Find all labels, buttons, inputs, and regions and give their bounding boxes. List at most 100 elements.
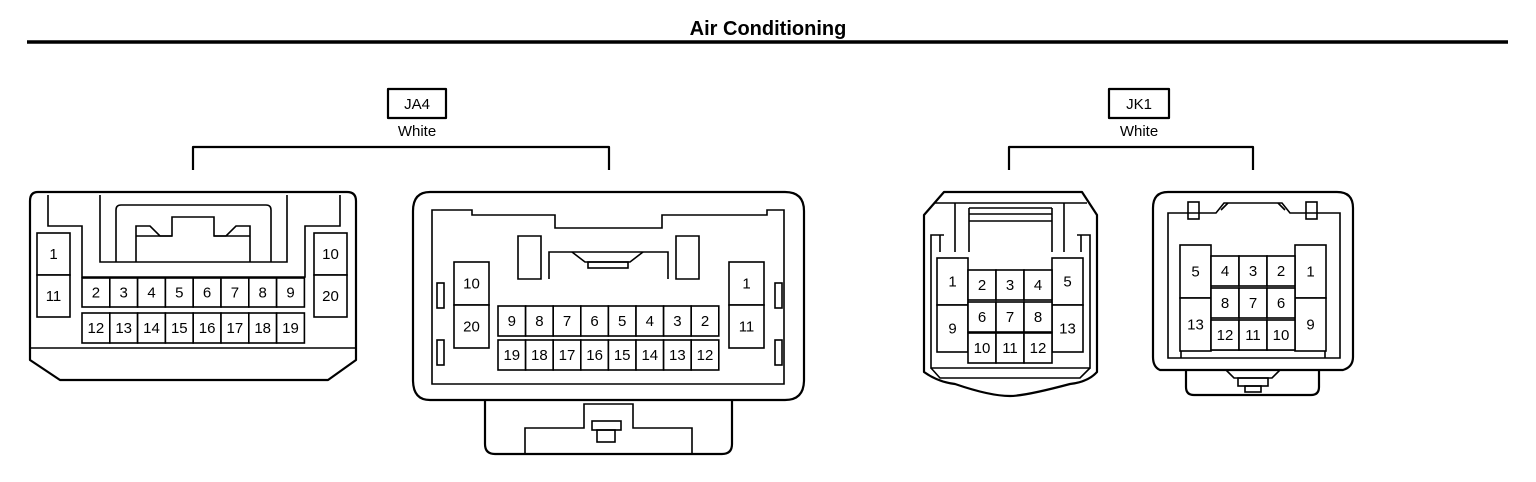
ja4-right-pin-9: 9 <box>508 313 516 330</box>
ja4-left-pin-16: 16 <box>199 320 216 337</box>
jk1-left-pin-2-cell <box>967 269 997 301</box>
ja4-left-pin-14: 14 <box>143 320 160 337</box>
jk1-left-pin-1: 1 <box>948 274 956 291</box>
jk1-right-pin-3-cell <box>1238 255 1268 287</box>
ja4-color: White <box>398 123 436 140</box>
ja4-left-pin-19-cell <box>275 312 306 344</box>
ja4-right-pin-16-cell <box>579 339 610 371</box>
ja4-left-pin-1-cell <box>36 232 71 276</box>
jk1-right-pin-10-cell <box>1266 319 1296 351</box>
ja4-left-pin-11: 11 <box>46 288 62 305</box>
ja4-left-pin-9-cell <box>275 277 306 308</box>
jk1-right-pin-8-cell <box>1210 287 1240 319</box>
ja4-left-pin-20: 20 <box>322 288 339 305</box>
jk1-right-pin-9-cell <box>1294 297 1327 352</box>
ja4-right-pin-18: 18 <box>531 347 548 364</box>
ja4-left-pin-4: 4 <box>147 285 155 302</box>
jk1-right-pin-12: 12 <box>1217 327 1234 344</box>
ja4-right-pin-20-cell <box>453 304 490 349</box>
ja4-left-pin-14-cell <box>136 312 167 344</box>
ja4-bracket <box>191 145 611 170</box>
jk1-left-pin-13: 13 <box>1059 321 1076 338</box>
ja4-right-pin-15-cell <box>607 339 637 371</box>
ja4-left-pin-5-cell <box>164 277 194 308</box>
ja4-right-pin-16: 16 <box>586 347 603 364</box>
ja4-right-pin-19: 19 <box>503 347 520 364</box>
ja4-left-pin-20-cell <box>313 274 348 318</box>
jk1-left-pin-8: 8 <box>1034 309 1042 326</box>
ja4-left-pin-6: 6 <box>203 285 211 302</box>
ja4-right-pin-10: 10 <box>463 276 480 293</box>
jk1-right-pin-5-cell <box>1179 244 1212 299</box>
ja4-right-pin-6: 6 <box>590 313 598 330</box>
ja4-left-pin-16-cell <box>192 312 222 344</box>
jk1-right-pin-6: 6 <box>1277 295 1285 312</box>
ja4-left-pin-12-cell <box>81 312 111 344</box>
jk1-id: JK1 <box>1126 96 1152 113</box>
jk1-left-pin-3: 3 <box>1006 277 1014 294</box>
ja4-right-pin-12-cell <box>690 339 720 371</box>
ja4-left-pin-3: 3 <box>120 285 128 302</box>
jk1-right-pin-5: 5 <box>1191 264 1199 281</box>
jk1-right-pin-13: 13 <box>1187 317 1204 334</box>
ja4-id: JA4 <box>404 96 430 113</box>
jk1-left-pin-6-cell <box>967 301 997 333</box>
ja4-left-pin-4-cell <box>136 277 167 308</box>
ja4-right-pin-17: 17 <box>559 347 576 364</box>
jk1-left-connector <box>922 190 1099 398</box>
jk1-right-pin-2-cell <box>1266 255 1296 287</box>
ja4-right-pin-12: 12 <box>697 347 714 364</box>
ja4-left-pin-15: 15 <box>171 320 188 337</box>
jk1-bracket <box>1007 145 1255 170</box>
jk1-left-pin-4-cell <box>1023 269 1053 301</box>
ja4-left-pin-8: 8 <box>259 285 267 302</box>
jk1-right-pin-7: 7 <box>1249 295 1257 312</box>
ja4-right-pin-20: 20 <box>463 319 480 336</box>
ja4-left-pin-9: 9 <box>286 285 294 302</box>
jk1-right-pin-11: 11 <box>1245 327 1261 344</box>
jk1-left-pin-12: 12 <box>1030 340 1047 357</box>
ja4-left-pin-3-cell <box>109 277 139 308</box>
ja4-left-pin-10-cell <box>313 232 348 276</box>
ja4-right-connector <box>411 190 806 456</box>
ja4-left-pin-7: 7 <box>231 285 239 302</box>
page-title: Air Conditioning <box>690 18 847 40</box>
jk1-left-pin-5-cell <box>1051 257 1084 306</box>
ja4-id-box <box>386 87 448 120</box>
ja4-right-pin-3: 3 <box>673 313 681 330</box>
ja4-right-pin-1: 1 <box>742 276 750 293</box>
jk1-right-pin-2: 2 <box>1277 263 1285 280</box>
jk1-left-pin-12-cell <box>1023 332 1053 364</box>
ja4-right-pin-7: 7 <box>563 313 571 330</box>
jk1-left-pin-2: 2 <box>978 277 986 294</box>
ja4-right-pin-19-cell <box>497 339 527 371</box>
jk1-right-pin-1-cell <box>1294 244 1327 299</box>
jk1-right-pin-13-cell <box>1179 297 1212 352</box>
ja4-left-pin-6-cell <box>192 277 222 308</box>
ja4-right-pin-4-cell <box>635 305 665 337</box>
ja4-right-pin-15: 15 <box>614 347 631 364</box>
ja4-right-pin-17-cell <box>552 339 582 371</box>
ja4-right-pin-11: 11 <box>739 319 755 336</box>
ja4-left-pin-11-cell <box>36 274 71 318</box>
jk1-left-pin-9: 9 <box>948 321 956 338</box>
jk1-left-pin-7: 7 <box>1006 309 1014 326</box>
ja4-right-pin-3-cell <box>662 305 692 337</box>
jk1-left-pin-9-cell <box>936 304 969 353</box>
jk1-right-connector <box>1151 190 1355 397</box>
ja4-right-pin-5-cell <box>607 305 637 337</box>
ja4-right-pin-11-cell <box>728 304 765 349</box>
ja4-right-pin-2-cell <box>690 305 720 337</box>
jk1-left-pin-1-cell <box>936 257 969 306</box>
ja4-left-pin-12: 12 <box>88 320 105 337</box>
jk1-left-pin-6: 6 <box>978 309 986 326</box>
jk1-right-pin-1: 1 <box>1306 264 1314 281</box>
ja4-right-pin-5: 5 <box>618 313 626 330</box>
ja4-right-pin-14: 14 <box>641 347 658 364</box>
jk1-left-pin-8-cell <box>1023 301 1053 333</box>
ja4-left-pin-15-cell <box>164 312 194 344</box>
jk1-color: White <box>1120 123 1158 140</box>
jk1-right-pin-8: 8 <box>1221 295 1229 312</box>
